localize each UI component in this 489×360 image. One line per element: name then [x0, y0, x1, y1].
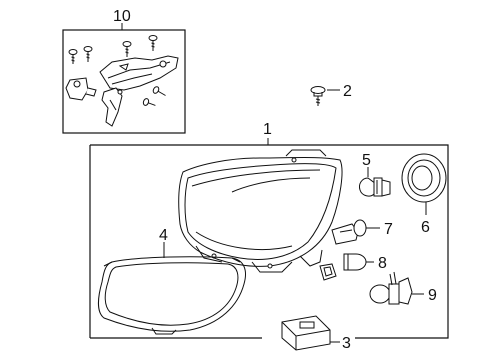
screw-f: [142, 98, 156, 106]
inset-kit-box: [62, 29, 186, 134]
screw-a: [68, 49, 78, 64]
callout-8: 8: [378, 255, 387, 272]
callout-9: 9: [428, 287, 437, 304]
headlight-bulb: [359, 177, 391, 197]
mounting-bracket: [99, 55, 179, 91]
callout-2: 2: [343, 83, 352, 100]
callout-1: 1: [263, 121, 272, 138]
ballast-module: [281, 315, 331, 351]
callout-10: 10: [113, 8, 131, 25]
fastener-screw: [310, 86, 326, 106]
bracket-arm: [101, 87, 123, 127]
marker-bulb: [343, 253, 367, 271]
dust-cap: [401, 153, 447, 203]
callout-4: 4: [159, 227, 168, 244]
callout-7: 7: [384, 221, 393, 238]
screw-b: [83, 46, 93, 62]
screw-e: [152, 86, 166, 96]
screw-c: [122, 41, 132, 57]
callout-3: 3: [342, 335, 351, 352]
assembly-box: [89, 144, 449, 339]
screw-d: [148, 35, 158, 51]
screw-set: [68, 35, 166, 106]
adjuster-clip: [65, 77, 97, 101]
housing-seal: [98, 256, 246, 335]
bulb-socket: [331, 219, 367, 245]
headlamp-housing: [178, 149, 343, 273]
high-beam-bulb: [369, 271, 413, 305]
retaining-clip: [319, 263, 337, 281]
callout-5: 5: [362, 152, 371, 169]
callout-6: 6: [421, 219, 430, 236]
